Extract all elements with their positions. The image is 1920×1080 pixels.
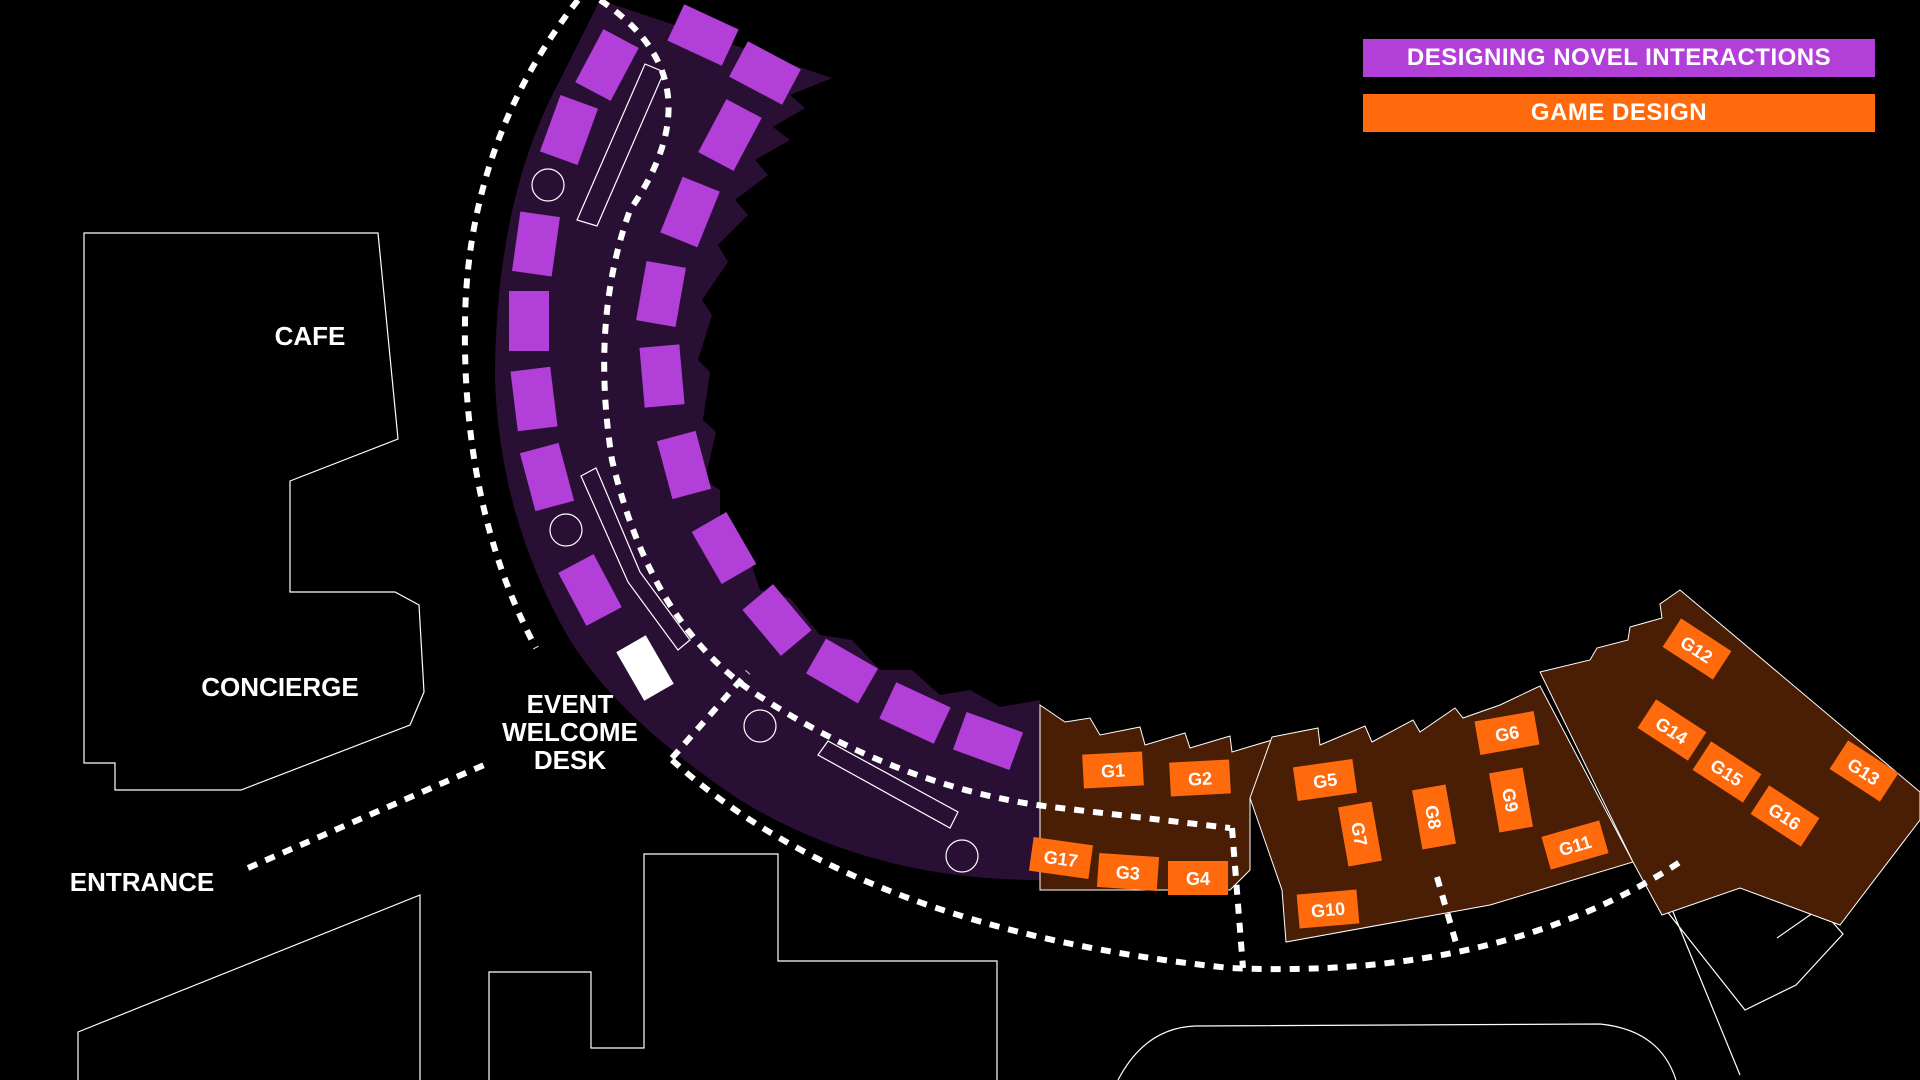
path-inner-drop (1229, 827, 1246, 969)
welcome-desk-block (616, 635, 674, 701)
purple-booth-18 (879, 682, 951, 744)
entrance-label: ENTRANCE (69, 867, 215, 897)
booth-g7-label: G7 (1347, 821, 1371, 848)
booth-g11[interactable]: G11 (1541, 820, 1609, 870)
zone-furniture (531, 63, 979, 873)
booth-g6-label: G6 (1494, 722, 1521, 746)
purple-booth-16 (742, 584, 812, 656)
purple-booth-13 (519, 442, 575, 512)
purple-booth-6 (660, 176, 720, 248)
purple-booth-7 (512, 211, 560, 277)
bench-lower (817, 740, 959, 829)
pillar-3 (743, 709, 777, 743)
path-desk-link (669, 670, 751, 760)
path-game-drop (1434, 876, 1461, 951)
lower-right-building-outline (1117, 1023, 1677, 1080)
legend-designing-novel-interactions: DESIGNING NOVEL INTERACTIONS (1363, 39, 1875, 77)
purple-booth-14 (691, 512, 757, 584)
building-outlines (77, 232, 1844, 1080)
lower-center-building-outline (488, 853, 998, 1080)
booth-g4-label: G4 (1186, 869, 1210, 889)
annex-outline (1661, 904, 1844, 1011)
legend-game-label: GAME DESIGN (1530, 99, 1708, 126)
booth-g1[interactable]: G1 (1082, 751, 1144, 789)
purple-booth-1 (667, 4, 739, 66)
purple-booth-2 (729, 41, 801, 105)
walking-paths (246, 0, 1682, 973)
legend-game-design: GAME DESIGN (1363, 94, 1875, 132)
booth-g2[interactable]: G2 (1169, 759, 1231, 797)
pillar-2 (549, 513, 583, 547)
booth-g13[interactable]: G13 (1829, 740, 1899, 802)
booth-g17-label: G17 (1043, 847, 1079, 872)
pillar-1 (531, 168, 565, 202)
booth-g3-label: G3 (1115, 862, 1140, 884)
booth-g16[interactable]: G16 (1750, 785, 1820, 847)
path-entrance (246, 762, 486, 871)
bench-middle (580, 467, 691, 651)
purple-booth-19 (952, 711, 1024, 771)
purple-booth-9 (509, 291, 549, 351)
purple-booth-3 (575, 29, 639, 101)
path-outer-arc (461, 0, 581, 650)
welcome-desk-label: EVENT WELCOME DESK (502, 689, 638, 775)
booth-g15[interactable]: G15 (1692, 741, 1762, 803)
booth-g9-label: G9 (1498, 787, 1522, 814)
purple-booth-8 (636, 260, 686, 328)
booth-g10-label: G10 (1310, 899, 1346, 922)
purple-booth-5 (539, 94, 599, 166)
booth-g4[interactable]: G4 (1168, 861, 1228, 895)
booth-g9[interactable]: G9 (1489, 767, 1533, 833)
booth-g1-label: G1 (1101, 760, 1126, 781)
booth-g8-label: G8 (1421, 804, 1445, 831)
purple-booth-10 (639, 344, 685, 408)
booth-g2-label: G2 (1188, 768, 1213, 789)
game-zone-a (1039, 704, 1276, 891)
path-lower-arc (669, 757, 1682, 973)
purple-booth-17 (806, 638, 878, 704)
booth-g5[interactable]: G5 (1292, 758, 1358, 802)
bench-upper (576, 63, 665, 227)
path-inner-arc (598, 0, 1231, 831)
pillar-4 (945, 839, 979, 873)
booth-g5-label: G5 (1312, 769, 1339, 792)
cafe-building-outline (83, 232, 425, 791)
annex-line (1663, 889, 1741, 1076)
purple-booth-12 (656, 430, 712, 500)
purple-booth-15 (558, 554, 622, 626)
booth-g6[interactable]: G6 (1474, 711, 1540, 755)
purple-booth-4 (698, 99, 762, 171)
lower-left-building-outline (77, 894, 421, 1080)
purple-booth-11 (510, 366, 558, 432)
booth-g8[interactable]: G8 (1412, 784, 1456, 850)
concierge-label: CONCIERGE (201, 672, 359, 702)
game-booths: G1 G2 G17 G3 G4 G5 G6 G7 G8 G9 G10 G11 G… (1028, 618, 1899, 929)
booth-g17[interactable]: G17 (1028, 836, 1094, 880)
designing-booths (509, 4, 1024, 771)
cafe-label: CAFE (274, 321, 346, 351)
legend-designing-label: DESIGNING NOVEL INTERACTIONS (1406, 44, 1832, 71)
booth-g10[interactable]: G10 (1296, 889, 1360, 929)
booth-g7[interactable]: G7 (1338, 801, 1382, 867)
booth-g3[interactable]: G3 (1096, 852, 1160, 892)
